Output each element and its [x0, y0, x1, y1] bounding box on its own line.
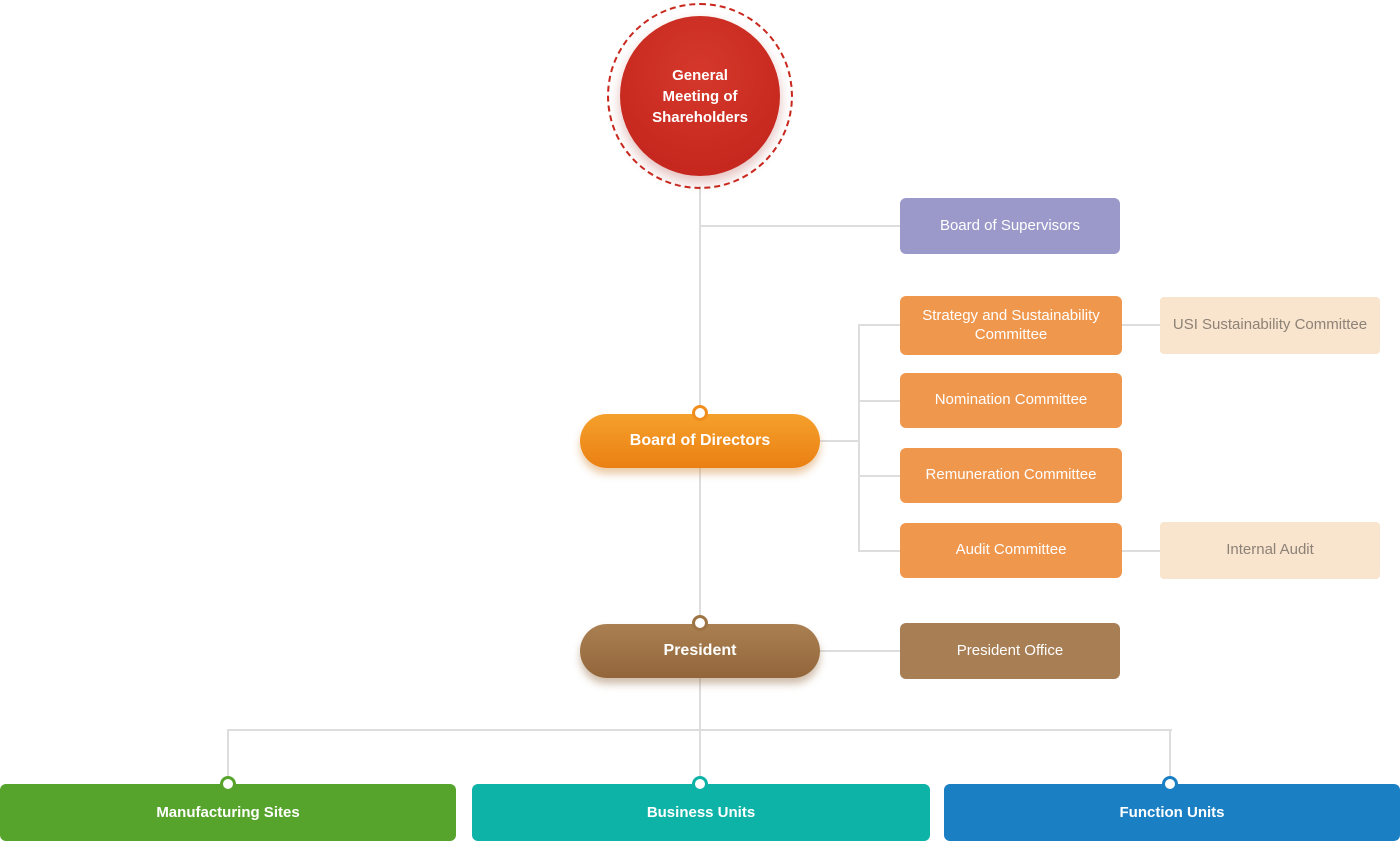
connector-stub-audit: [858, 550, 900, 552]
business-units-label: Business Units: [646, 804, 756, 821]
nomination-committee-label: Nomination Committee: [934, 391, 1088, 409]
connector-drop-business: [699, 729, 701, 784]
node-usi-sustainability-committee: USI Sustainability Committee: [1160, 297, 1380, 354]
root-label: General Meeting of Shareholders: [652, 66, 748, 126]
node-function-units: Function Units: [944, 784, 1400, 841]
manufacturing-sites-label: Manufacturing Sites: [156, 804, 300, 821]
node-board-of-directors: Board of Directors: [580, 414, 820, 468]
anchor-dot-board-of-directors: [692, 405, 708, 421]
internal-audit-label: Internal Audit: [1226, 541, 1314, 559]
connector-supervisors-branch: [700, 225, 900, 227]
board-of-directors-label: Board of Directors: [629, 432, 771, 449]
node-board-of-supervisors: Board of Supervisors: [900, 198, 1120, 254]
president-label: President: [663, 642, 737, 659]
connector-drop-function: [1169, 729, 1171, 784]
connector-president-to-bottom: [699, 678, 701, 731]
node-president: President: [580, 624, 820, 678]
remuneration-committee-label: Remuneration Committee: [925, 466, 1097, 484]
anchor-dot-president: [692, 615, 708, 631]
connector-board-to-bracket: [820, 440, 860, 442]
connector-president-to-office: [820, 650, 900, 652]
president-office-label: President Office: [956, 641, 1064, 659]
connector-root-to-board: [699, 186, 701, 416]
connector-stub-nomination: [858, 400, 900, 402]
node-remuneration-committee: Remuneration Committee: [900, 448, 1122, 503]
connector-stub-remuneration: [858, 475, 900, 477]
connector-drop-manufacturing: [227, 729, 229, 784]
strategy-sustainability-committee-label: Strategy and Sustainability Committee: [922, 306, 1100, 343]
node-president-office: President Office: [900, 623, 1120, 679]
anchor-dot-manufacturing-sites: [220, 776, 236, 792]
node-internal-audit: Internal Audit: [1160, 522, 1380, 579]
node-strategy-sustainability-committee: Strategy and Sustainability Committee: [900, 296, 1122, 355]
board-of-supervisors-label: Board of Supervisors: [939, 216, 1081, 234]
connector-board-to-president: [699, 468, 701, 624]
node-general-meeting-of-shareholders: General Meeting of Shareholders: [620, 16, 780, 176]
node-manufacturing-sites: Manufacturing Sites: [0, 784, 456, 841]
connector-committee-bracket: [858, 324, 860, 552]
anchor-dot-business-units: [692, 776, 708, 792]
connector-stub-strategy: [858, 324, 900, 326]
function-units-label: Function Units: [1119, 804, 1225, 821]
node-audit-committee: Audit Committee: [900, 523, 1122, 578]
usi-sustainability-committee-label: USI Sustainability Committee: [1172, 316, 1368, 334]
connector-strategy-to-usi: [1120, 324, 1160, 326]
node-business-units: Business Units: [472, 784, 930, 841]
audit-committee-label: Audit Committee: [955, 541, 1067, 559]
connector-audit-to-internal-audit: [1120, 550, 1160, 552]
root-dashed-ring: [607, 3, 793, 189]
node-nomination-committee: Nomination Committee: [900, 373, 1122, 428]
anchor-dot-function-units: [1162, 776, 1178, 792]
